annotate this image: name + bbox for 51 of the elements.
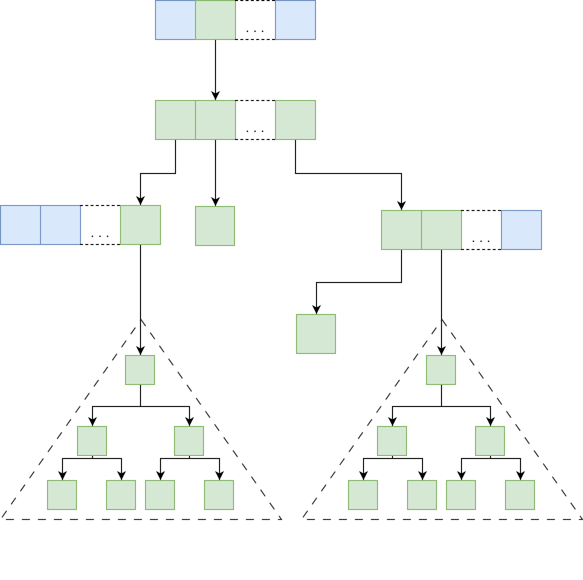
square-node bbox=[195, 206, 235, 246]
arrow bbox=[211, 140, 220, 206]
array-cell bbox=[155, 100, 196, 140]
arrow bbox=[490, 456, 525, 480]
array-cell bbox=[421, 210, 462, 250]
arrow bbox=[92, 456, 126, 480]
tree-node bbox=[47, 480, 77, 510]
arrow bbox=[312, 250, 402, 314]
arrow bbox=[359, 456, 393, 480]
ellipsis-text: ... bbox=[244, 123, 268, 133]
dashed-triangle bbox=[0, 319, 282, 520]
arrow bbox=[295, 140, 406, 210]
tree-node bbox=[145, 480, 175, 510]
tree-node bbox=[475, 426, 505, 456]
ellipsis-text: ... bbox=[90, 228, 114, 238]
tree-node bbox=[407, 480, 437, 510]
dashed-triangle bbox=[301, 319, 583, 520]
array-cell bbox=[381, 210, 422, 250]
array-cell bbox=[195, 100, 236, 140]
tree-node bbox=[377, 426, 407, 456]
array-cell bbox=[195, 0, 236, 40]
arrow bbox=[136, 244, 145, 356]
arrow bbox=[189, 456, 224, 480]
arrow bbox=[156, 456, 190, 480]
arrow bbox=[140, 384, 194, 426]
tree-node bbox=[446, 480, 476, 510]
arrow bbox=[441, 384, 495, 426]
square-node bbox=[296, 314, 336, 354]
arrow bbox=[392, 456, 427, 480]
array-cell bbox=[275, 0, 316, 40]
array-cell bbox=[120, 205, 161, 245]
arrow bbox=[211, 40, 220, 100]
arrow bbox=[437, 250, 446, 356]
arrow bbox=[136, 140, 176, 206]
tree-node bbox=[204, 480, 234, 510]
tree-node bbox=[174, 426, 204, 456]
array-cell bbox=[0, 205, 41, 245]
tree-node bbox=[426, 355, 456, 385]
tree-node bbox=[505, 480, 535, 510]
tree-node bbox=[348, 480, 378, 510]
tree-node bbox=[106, 480, 136, 510]
ellipsis-text: ... bbox=[244, 23, 268, 33]
array-cell bbox=[275, 100, 316, 140]
arrow bbox=[58, 456, 93, 480]
arrow bbox=[457, 456, 491, 480]
array-cell bbox=[155, 0, 196, 40]
array-cell bbox=[501, 210, 542, 250]
tree-node bbox=[125, 355, 155, 385]
array-cell bbox=[40, 205, 81, 245]
tree-node bbox=[77, 426, 107, 456]
ellipsis-text: ... bbox=[470, 233, 494, 243]
